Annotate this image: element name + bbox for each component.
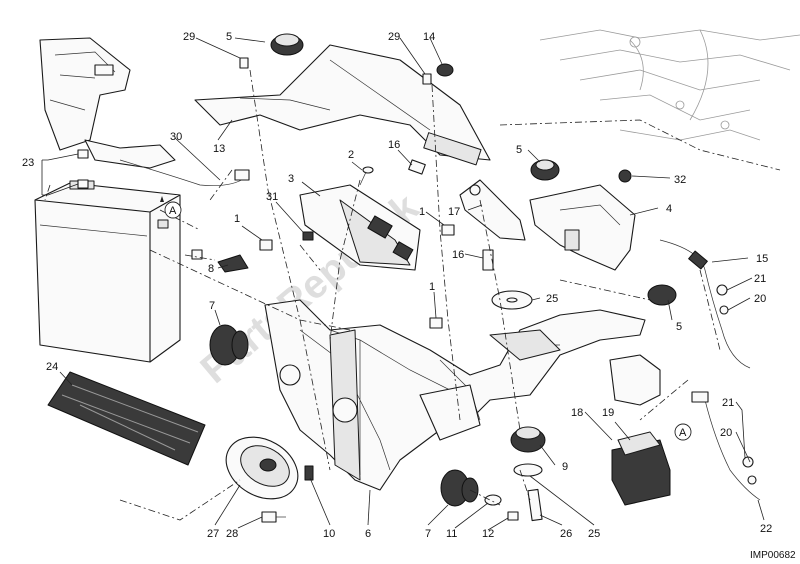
grommet-mid [647,284,677,306]
screw-16-lower [482,249,494,271]
nut-10 [304,465,314,481]
diagram-code: IMP00682 [750,550,796,561]
callout-2: 2 [348,149,354,161]
callout-3: 3 [288,173,294,185]
callout-32: 32 [674,174,686,186]
callout-20: 20 [754,293,766,305]
callout-labels: 29 5 29 14 23 30 13 2 16 5 32 3 4 1 31 1… [22,31,772,540]
callout-23: 23 [22,157,34,169]
callout-18: 18 [571,407,583,419]
screw-12 [507,511,519,521]
callout-5: 5 [226,31,232,43]
rubber-mount-left [209,324,249,366]
callout-14: 14 [423,31,435,43]
callout-4: 4 [666,203,672,215]
callout-29: 29 [388,31,400,43]
grommet-top [270,33,304,56]
clip-31 [302,231,314,241]
washer-25-upper [491,290,533,310]
callout-12: 12 [482,528,494,540]
screw-23 [77,149,89,189]
callout-30: 30 [170,131,182,143]
callout-28: 28 [226,528,238,540]
leader-lines [41,37,765,531]
callout-16: 16 [388,139,400,151]
callout-25: 25 [588,528,600,540]
battery-tray [47,371,206,466]
callout-29: 29 [183,31,195,43]
callout-1: 1 [234,213,240,225]
screw-2 [359,166,374,186]
clip-1a [259,239,273,251]
bracket-17 [459,179,526,241]
control-unit [299,184,421,271]
connector-symbol-lower: A [674,423,692,441]
main-tray [264,299,646,491]
reference-lines [44,69,781,521]
callout-5: 5 [516,144,522,156]
screw-29b [422,73,432,85]
cable-15 [659,239,751,369]
callout-26: 26 [560,528,572,540]
callout-5: 5 [676,321,682,333]
cable-22 [691,391,761,501]
callout-19: 19 [602,407,614,419]
washer-11 [484,494,502,506]
callout-9: 9 [562,461,568,473]
callout-7: 7 [425,528,431,540]
callout-8: 8 [208,263,214,275]
grommet-clip-14 [436,63,454,77]
screw-16 [408,159,426,175]
top-cover [194,44,491,166]
battery [34,180,181,363]
clip-1b [441,224,455,236]
battery-bracket [39,37,176,169]
callout-25: 25 [546,293,558,305]
rubber-mount-9 [510,426,546,453]
connector-label: A [169,205,177,217]
callout-24: 24 [46,361,58,373]
callout-15: 15 [756,253,768,265]
callout-22: 22 [760,523,772,535]
callout-16: 16 [452,249,464,261]
holder-4 [529,184,636,271]
screw-29a [239,57,249,69]
callout-1: 1 [419,206,425,218]
bolt-28 [261,511,286,523]
callout-20: 20 [720,427,732,439]
callout-11: 11 [446,528,457,540]
nut-32 [618,169,632,183]
starter-relay [609,354,671,506]
grommet-right [530,159,560,181]
callout-1: 1 [429,281,435,293]
connector-symbol-upper: A [160,196,182,219]
clip-1c [429,317,443,329]
clip-8 [191,249,249,273]
callout-17: 17 [448,206,460,218]
rubber-mount-bottom [440,469,479,507]
callout-21: 21 [754,273,766,285]
callout-10: 10 [323,528,335,540]
callout-13: 13 [213,143,225,155]
callout-7: 7 [209,300,215,312]
callout-31: 31 [266,191,278,203]
connector-label: A [679,427,687,439]
bolt-26 [527,488,543,522]
cable-30 [119,159,250,187]
callout-27: 27 [207,528,219,540]
washer-25-lower [513,463,543,477]
callout-21: 21 [722,397,734,409]
callout-6: 6 [365,528,371,540]
horn-27 [225,436,299,500]
frame-outline-ghost [539,29,800,141]
